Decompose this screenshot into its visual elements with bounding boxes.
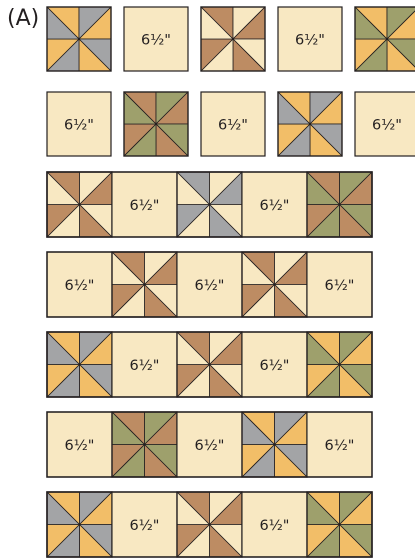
- plain-block-size-label: 6½": [295, 33, 325, 49]
- block-row-5: 6½" 6½": [47, 332, 372, 397]
- plain-block: 6½": [47, 92, 111, 156]
- plain-block-size-label: 6½": [195, 278, 225, 294]
- plain-block-size-label: 6½": [325, 438, 355, 454]
- plain-block: 6½": [307, 412, 372, 477]
- plain-block-size-label: 6½": [325, 278, 355, 294]
- plain-block: 6½": [112, 492, 177, 557]
- pinwheel-block: [201, 7, 265, 71]
- pinwheel-block: [112, 412, 177, 477]
- plain-block: 6½": [112, 332, 177, 397]
- plain-block-size-label: 6½": [260, 198, 290, 214]
- plain-block-size-label: 6½": [130, 358, 160, 374]
- plain-block-size-label: 6½": [218, 118, 248, 134]
- pinwheel-block: [124, 92, 188, 156]
- pinwheel-block: [47, 492, 112, 557]
- plain-block: 6½": [307, 252, 372, 317]
- pinwheel-block: [278, 92, 342, 156]
- pinwheel-block: [177, 492, 242, 557]
- plain-block-size-label: 6½": [260, 358, 290, 374]
- pinwheel-block: [177, 172, 242, 237]
- plain-block: 6½": [355, 92, 415, 156]
- plain-block-size-label: 6½": [260, 518, 290, 534]
- block-row-1: 6½" 6½": [47, 7, 415, 71]
- plain-block: 6½": [112, 172, 177, 237]
- plain-block: 6½": [124, 7, 188, 71]
- plain-block-size-label: 6½": [141, 33, 171, 49]
- plain-block-size-label: 6½": [372, 118, 402, 134]
- pinwheel-block: [242, 412, 307, 477]
- block-row-4: 6½" 6½" 6½": [47, 252, 372, 317]
- plain-block-size-label: 6½": [65, 438, 95, 454]
- plain-block: 6½": [177, 412, 242, 477]
- pinwheel-block: [355, 7, 415, 71]
- plain-block: 6½": [47, 252, 112, 317]
- plain-block: 6½": [242, 332, 307, 397]
- plain-block-size-label: 6½": [130, 518, 160, 534]
- pinwheel-block: [47, 332, 112, 397]
- block-row-7: 6½" 6½": [47, 492, 372, 557]
- pinwheel-block: [307, 492, 372, 557]
- plain-block: 6½": [177, 252, 242, 317]
- plain-block: 6½": [278, 7, 342, 71]
- plain-block-size-label: 6½": [195, 438, 225, 454]
- plain-block: 6½": [201, 92, 265, 156]
- plain-block-size-label: 6½": [130, 198, 160, 214]
- pinwheel-block: [47, 7, 111, 71]
- block-row-2: 6½" 6½" 6½": [47, 92, 415, 156]
- block-row-3: 6½" 6½": [47, 172, 372, 237]
- plain-block: 6½": [242, 172, 307, 237]
- pinwheel-block: [47, 172, 112, 237]
- pinwheel-block: [112, 252, 177, 317]
- plain-block: 6½": [47, 412, 112, 477]
- plain-block: 6½": [242, 492, 307, 557]
- plain-block-size-label: 6½": [65, 278, 95, 294]
- block-row-6: 6½" 6½" 6½": [47, 412, 372, 477]
- pinwheel-block: [307, 172, 372, 237]
- plain-block-size-label: 6½": [64, 118, 94, 134]
- pinwheel-block: [242, 252, 307, 317]
- pinwheel-block: [177, 332, 242, 397]
- pinwheel-block: [307, 332, 372, 397]
